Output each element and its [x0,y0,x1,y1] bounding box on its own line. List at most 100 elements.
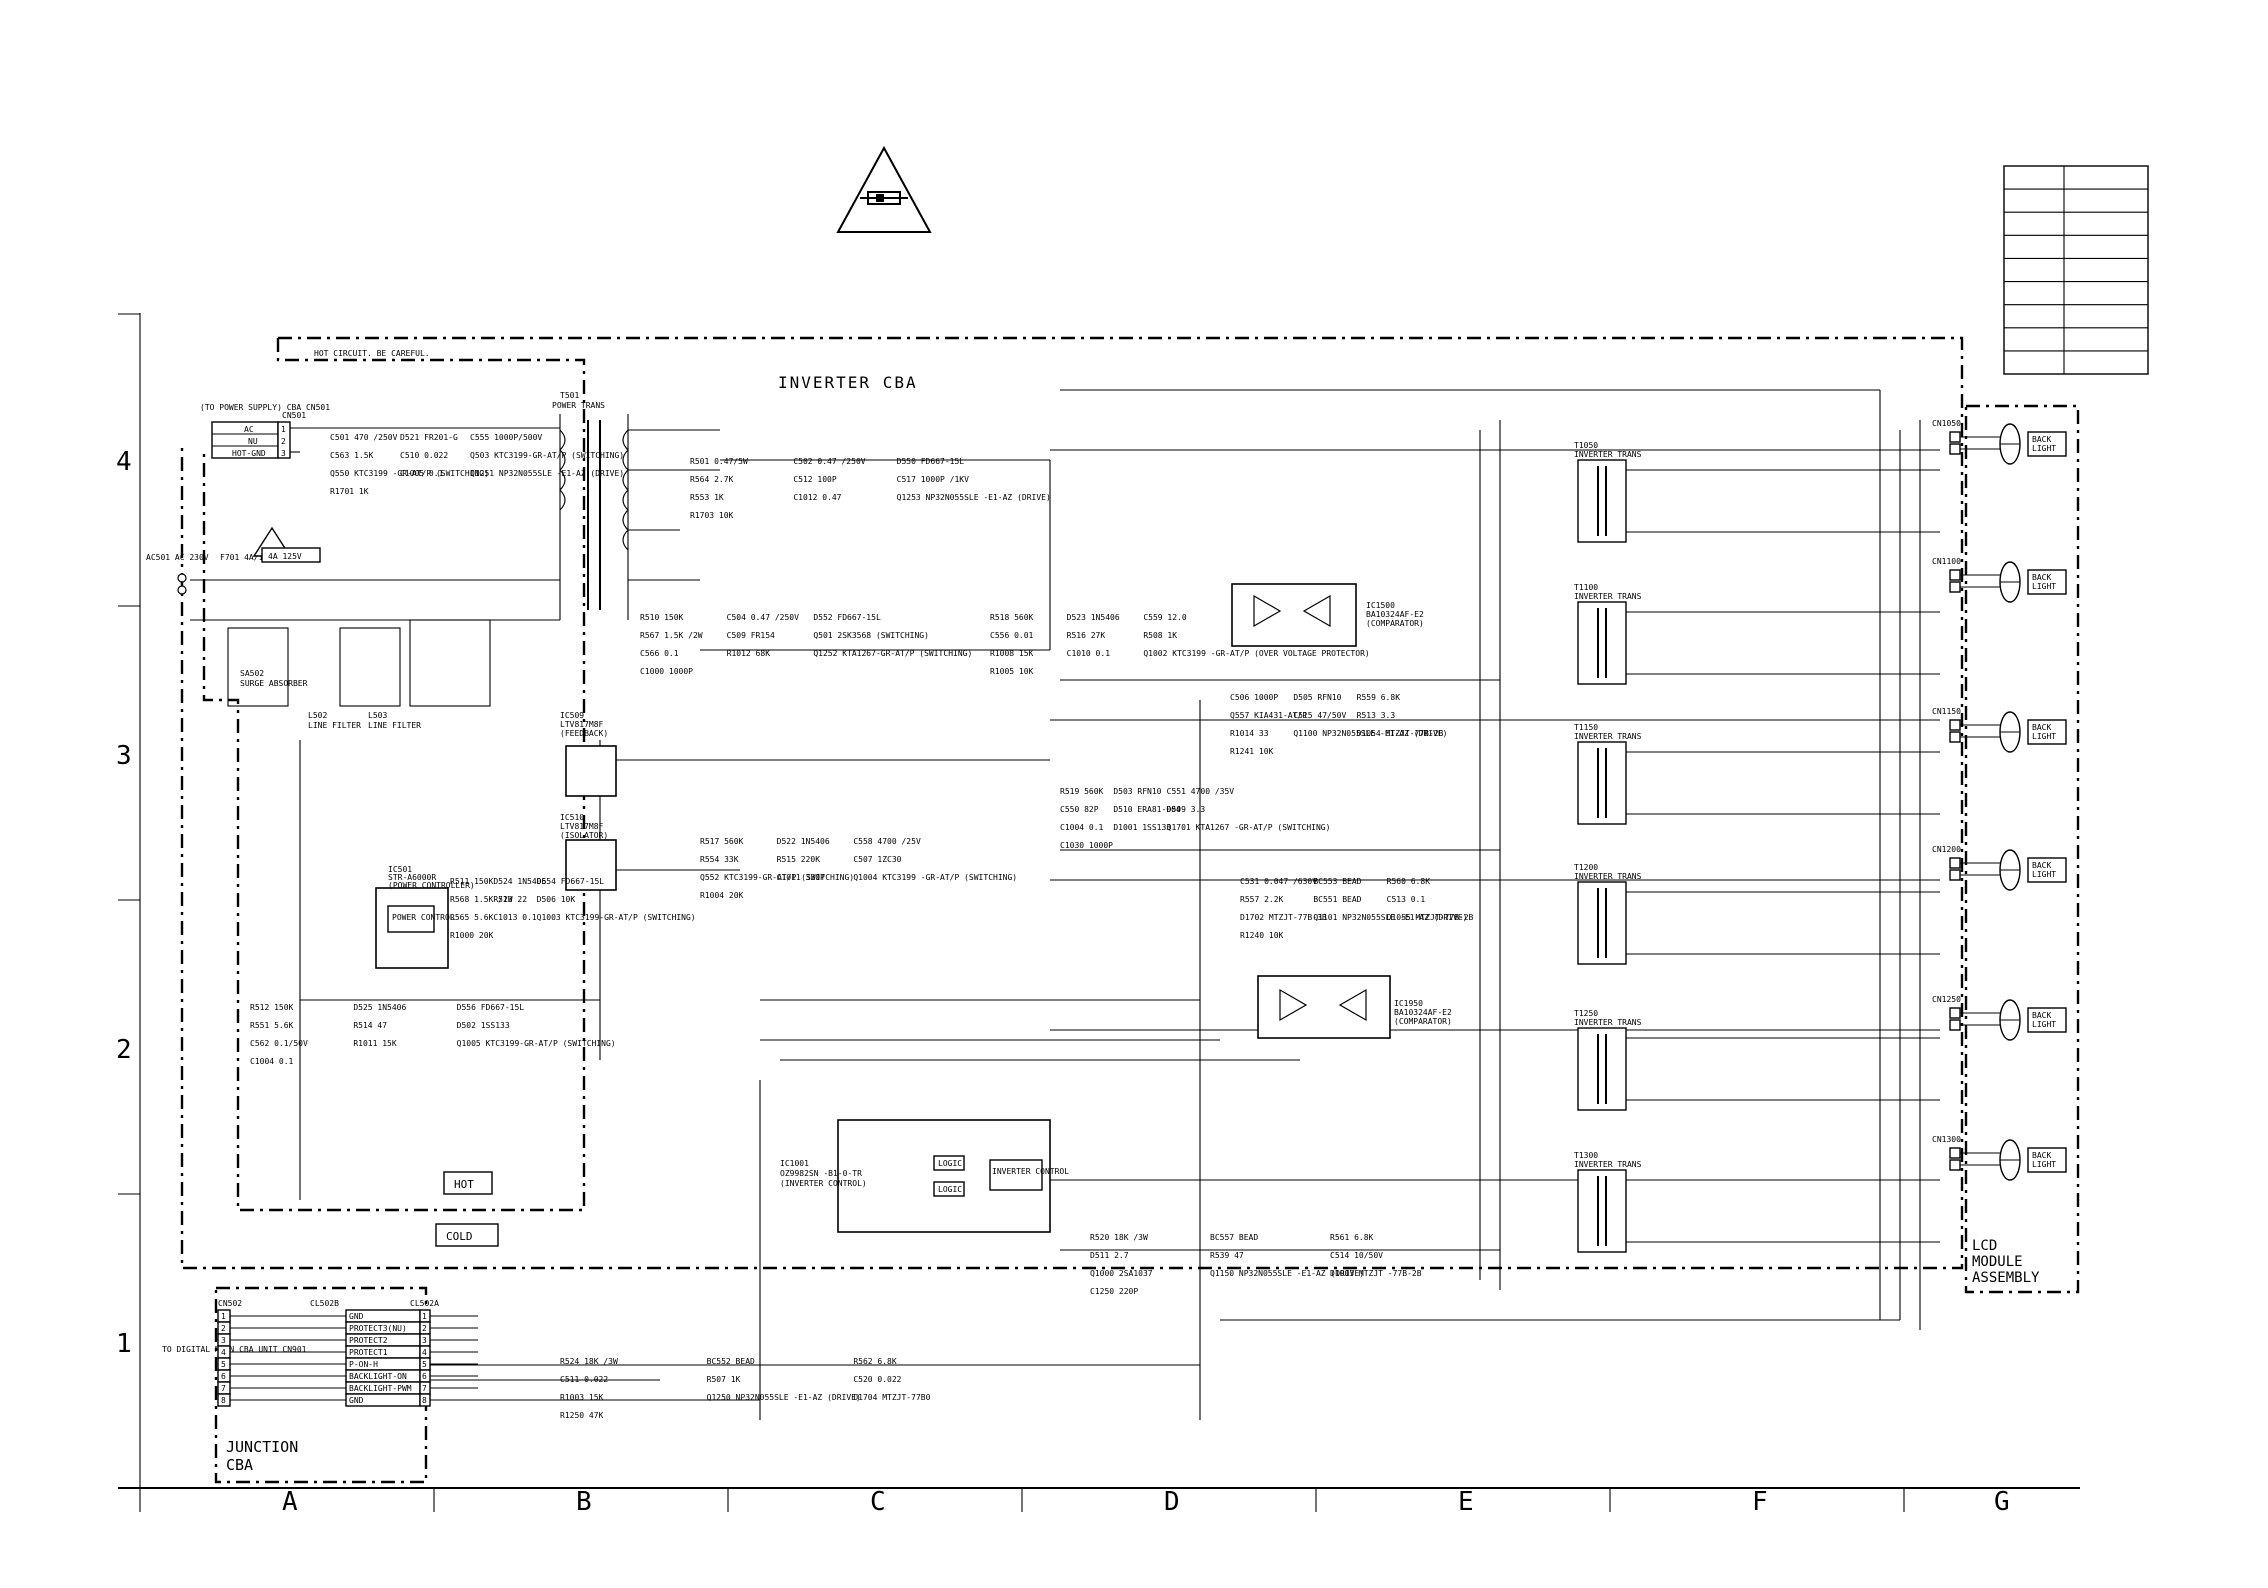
backlight-label: BACK [2032,573,2051,582]
component-ref: R501 0.47/5W [690,457,748,466]
component-ref: C515 47/50V [1293,711,1346,720]
junction-pin-name: PROTECT3(NU) [349,1324,407,1333]
wiring [190,389,1940,1420]
surge-ref: SA502 [240,669,264,678]
component-ref: D1003 MTZJT -77B-2B [1330,1269,1422,1278]
cn501-pin2-name: NU [248,437,258,446]
component-ref: R564 2.7K [690,475,734,484]
component-ref: D556 FD667-15L [457,1003,525,1012]
component-ref: C562 0.1/50V [250,1039,308,1048]
component-ref: Q1250 NP32N055SLE -E1-AZ (DRIVE) [707,1393,861,1402]
component-ref: D505 RFN10 [1293,693,1341,702]
component-ref: Q1003 KTC3199-GR-AT/P (SWITCHING) [537,913,696,922]
grid-col-label: G [1994,1487,2010,1517]
junction-pin-name: P-ON-H [349,1360,378,1369]
component-ref: Q501 2SK3568 (SWITCHING) [813,631,929,640]
component-ref: R551 5.6K [250,1021,294,1030]
component-ref: Q1002 KTC3199 -GR-AT/P (OVER VOLTAGE PRO… [1143,649,1369,658]
component-ref: R560 6.8K [1387,877,1431,886]
cl502b-label: CL502B [310,1299,339,1308]
fuse-label: F701 4A/125V [220,553,278,562]
bottom-ruler [118,1487,2080,1512]
component-ref: R519 560K [1060,787,1104,796]
backlight-label: BACK [2032,861,2051,870]
component-ref: R1008 15K [990,649,1034,658]
component-ref: BC557 BEAD [1210,1233,1258,1242]
lcd-module-line1: LCD [1972,1238,1997,1254]
ic1500-ref: IC1500 [1366,601,1395,610]
backlight-label: LIGHT [2032,870,2056,879]
left-ruler [118,313,140,1195]
backlight-label: BACK [2032,1011,2051,1020]
component-ref: Q1701 KTA1267 -GR-AT/P (SWITCHING) [1167,823,1331,832]
grid-col-label: A [282,1487,298,1517]
inverter-trans-ref: T1050 [1574,441,1598,450]
cn501-pin1: 1 [281,425,286,434]
junction-pin-num: 1 [221,1312,226,1321]
component-ref: R510 150K [640,613,684,622]
component-ref: R520 18K /3W [1090,1233,1148,1242]
ic501-func: (POWER CONTROLLER) [388,881,475,890]
component-ref: R554 33K [700,855,739,864]
component-ref: C507 1ZC30 [853,855,901,864]
component-ref: R567 1.5K /2W [640,631,703,640]
inverter-trans-ref: T1250 [1574,1009,1598,1018]
component-ref: C506 1000P [1230,693,1278,702]
ac501-label: AC501 AC 230V [146,553,209,562]
component-ref: C1005 0.1 [400,469,444,478]
ic501-inner: POWER CONTROL [392,913,455,922]
component-ref: R562 6.8K [853,1357,897,1366]
inverter-trans-ref: T1300 [1574,1151,1598,1160]
component-ref: Q1100 NP32N055SLE -E1-AZ (DRIVE) [1293,729,1447,738]
inverter-trans-label: INVERTER TRANS [1574,592,1642,601]
component-ref: D1055 MTZJT-77B-2B [1387,913,1474,922]
grid-col-label: D [1164,1487,1180,1517]
component-ref: R539 47 [1210,1251,1244,1260]
lcd-module-label: LCD MODULE ASSEMBLY [1972,1238,2040,1286]
component-ref: BC551 BEAD [1313,895,1361,904]
junction-pin-num: 5 [221,1360,226,1369]
component-ref: C1011 330P [777,873,825,882]
fuse-rating: 4A 125V [268,552,302,561]
backlight-label: LIGHT [2032,582,2056,591]
component-ref: Q1004 KTC3199 -GR-AT/P (SWITCHING) [853,873,1017,882]
component-ref: Q1253 NP32N055SLE -E1-AZ (DRIVE) [897,493,1051,502]
component-ref: R512 150K [250,1003,294,1012]
ic1500-func: (COMPARATOR) [1366,619,1424,628]
cn501-pin3: 3 [281,449,286,458]
component-ref: D510 ERA81-004 [1113,805,1181,814]
ic1950-func: (COMPARATOR) [1394,1017,1452,1026]
backlight-label: LIGHT [2032,444,2056,453]
component-ref: D509 3.3 [1167,805,1206,814]
junction-pin-name: GND [349,1396,364,1405]
grid-col-label: C [870,1487,886,1517]
ic1500: IC1500 BA10324AF-E2 (COMPARATOR) [1231,583,1424,647]
grid-row-label: 2 [116,1035,132,1065]
junction-connector: TO DIGITAL MAIN CBA UNIT CN901 CN502 CL5… [162,1299,478,1474]
junction-pin-right: 8 [422,1396,427,1405]
lcd-module-line3: ASSEMBLY [1972,1270,2040,1286]
junction-pin-right: 5 [422,1360,427,1369]
junction-pin-right: 1 [422,1312,427,1321]
component-ref: BC553 BEAD [1313,877,1361,886]
component-ref: C514 10/50V [1330,1251,1383,1260]
component-ref: D522 1N5406 [777,837,830,846]
lcd-connector-ref: CN1100 [1932,557,1961,566]
ic509-ref: IC509 [560,711,584,720]
junction-pin-name: GND [349,1312,364,1321]
junction-pin-name: PROTECT1 [349,1348,388,1357]
component-ref: C1030 1000P [1060,841,1113,850]
component-ref: C517 1000P /1KV [897,475,969,484]
junction-pin-right: 7 [422,1384,427,1393]
component-ref: D1704 MTZJT-77B0 [853,1393,930,1402]
t501-ref: T501 [560,391,579,400]
hot-label: HOT [454,1178,474,1191]
cn501-pin2: 2 [281,437,286,446]
ic509: IC509 LTV817M8F (FEEDBACK) [560,711,617,797]
filter-l503-label: LINE FILTER [368,721,421,730]
junction-pin-num: 2 [221,1324,226,1333]
component-ref: D552 FD667-15L [813,613,881,622]
